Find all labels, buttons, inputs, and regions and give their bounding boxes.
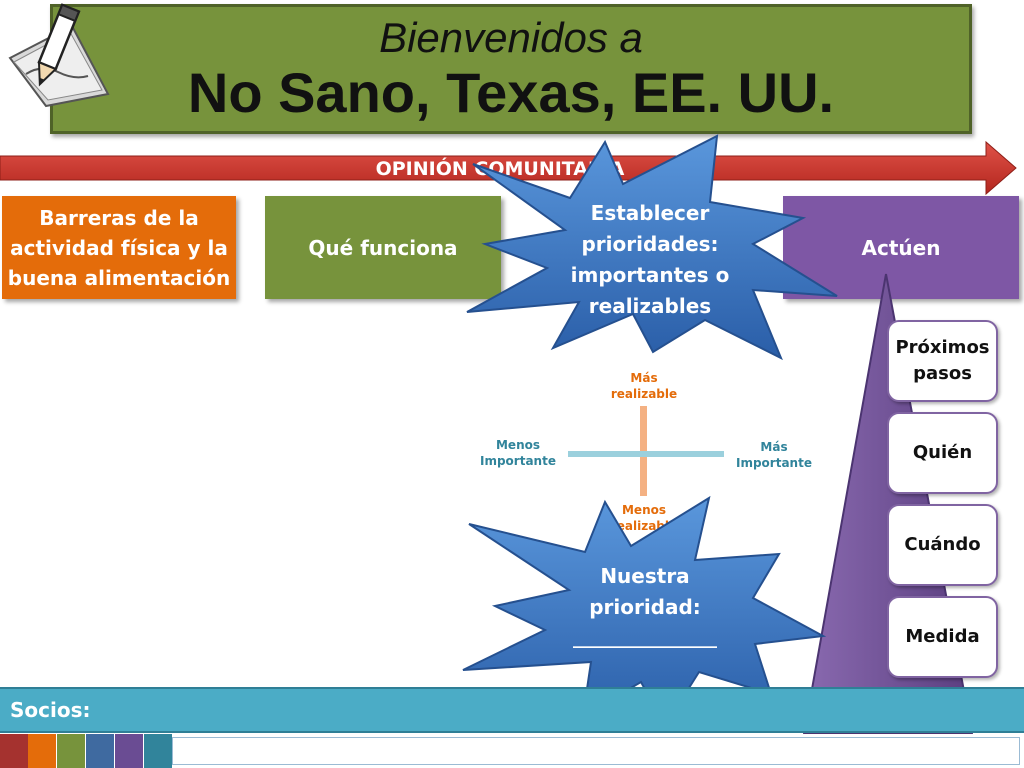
step-label: Quién [912,442,973,463]
socios-label: Socios: [10,698,91,722]
step-cuando: Cuándo [887,504,998,586]
step-medida: Medida [887,596,998,678]
nuestra-prioridad-line1: Nuestra [600,564,690,588]
footer-swatch-red [0,734,28,768]
step-label: Próximos pasos [895,337,990,384]
que-funciona-box: Qué funciona [265,196,501,299]
mas-realizable-label: Más realizable [610,371,678,401]
title-welcome: Bienvenidos a [379,14,643,61]
que-funciona-label: Qué funciona [308,235,458,260]
barreras-box: Barreras de la actividad física y la bue… [2,196,236,299]
footer-swatch-blue [86,734,114,768]
actuen-label: Actúen [861,235,941,260]
page-title: No Sano, Texas, EE. UU. [187,61,835,124]
step-quien: Quién [887,412,998,494]
pencil-paper-icon [8,3,110,108]
nuestra-prioridad-line2: prioridad: [589,595,701,619]
step-label: Medida [905,626,980,647]
step-proximos-pasos: Próximos pasos [887,320,998,402]
actuen-box: Actúen [783,196,1019,299]
footer-swatch-orange [28,734,56,768]
title-banner [50,4,972,134]
nuestra-prioridad-label: Nuestra prioridad: ________________ [548,561,742,654]
footer-panel [172,737,1020,765]
mas-importante-label: Más Importante [736,440,812,470]
footer-swatch-teal [144,734,172,768]
prioridades-star-label: Establecer prioridades: importantes o re… [570,201,730,318]
socios-bar [0,687,1024,733]
menos-importante-label: Menos Importante [480,438,556,468]
opinion-arrow-banner [0,140,1017,196]
footer-swatch-green [57,734,85,768]
priority-matrix [568,406,724,496]
nuestra-prioridad-blank: ________________ [573,628,717,649]
barreras-label: Barreras de la actividad física y la bue… [7,205,231,290]
step-label: Cuándo [904,534,981,555]
importante-axis [568,451,724,457]
prioridades-star [466,134,838,361]
footer-swatch-purple [115,734,143,768]
banner-label: OPINIÓN COMUNITARIA [375,158,625,180]
